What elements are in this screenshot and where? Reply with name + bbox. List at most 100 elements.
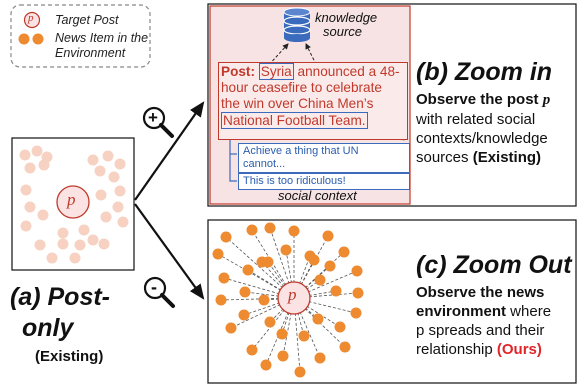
knowledge-link <box>305 43 341 114</box>
post-entity-team: National Football Team. <box>221 111 368 129</box>
panel-b-desc-var: p <box>542 92 551 108</box>
post-text: Post: Syria announced a 48- hour ceasefi… <box>221 63 407 129</box>
social-reply-1-line1: Achieve a thing that UN <box>243 145 359 157</box>
news-node <box>277 350 289 362</box>
panel-a-node-label: p <box>67 190 76 209</box>
panel-a-title-line1: (a) Post- <box>10 283 110 311</box>
news-link <box>244 291 295 299</box>
zoom-in-symbol: + <box>148 108 158 127</box>
panel-c-desc-line2-bold: environment <box>416 303 507 320</box>
news-node <box>57 227 69 239</box>
legend-target-label: Target Post <box>55 13 119 27</box>
social-reply-1-line2: cannot... <box>243 158 286 170</box>
legend-target-symbol: p <box>28 12 34 24</box>
news-node <box>330 285 342 297</box>
news-node <box>20 184 32 196</box>
zoom-in-arrow <box>134 101 205 201</box>
news-node <box>24 201 36 213</box>
panel-b-desc-line3: contexts/knowledge <box>416 130 548 147</box>
news-node <box>246 344 258 356</box>
news-node <box>314 274 326 286</box>
news-node <box>215 294 227 306</box>
social-reply-1: Achieve a thing that UN cannot... <box>238 143 410 173</box>
news-node <box>314 352 326 364</box>
panel-b-desc-line1: Observe the post <box>416 91 543 108</box>
news-node <box>34 239 46 251</box>
zoom-out-icon <box>143 276 175 308</box>
news-link <box>243 297 295 316</box>
news-node <box>69 252 81 264</box>
knowledge-database-icon <box>283 7 311 42</box>
news-node <box>19 149 31 161</box>
news-node <box>351 265 363 277</box>
post-box <box>218 62 408 140</box>
panel-c-title: (c) Zoom Out <box>416 251 572 279</box>
news-node <box>46 252 58 264</box>
news-node <box>298 330 310 342</box>
news-node <box>117 216 129 228</box>
news-node <box>312 313 324 325</box>
news-link <box>293 265 331 299</box>
panel-c-description: Observe the news environment where p spr… <box>416 283 576 359</box>
news-node <box>258 294 270 306</box>
panel-a-target-node <box>56 185 90 219</box>
panel-a-title-line2: only <box>22 314 74 342</box>
news-node <box>339 341 351 353</box>
post-entity-syria: Syria <box>258 63 294 80</box>
news-link <box>285 249 295 299</box>
panel-c-desc-line2: where <box>506 303 552 320</box>
panel-b-title: (b) Zoom in <box>416 58 553 86</box>
news-node <box>87 154 99 166</box>
panel-b-desc-line2: with related social <box>416 111 536 128</box>
news-node <box>352 287 364 299</box>
post-text-line1: announced a 48- <box>293 64 400 79</box>
news-node <box>112 201 124 213</box>
panel-c-desc-line3: p spreads and their <box>416 322 545 339</box>
zoom-out-symbol: - <box>151 277 157 297</box>
knowledge-source-label-line1: knowledge <box>315 10 378 25</box>
social-reply-2: This is too ridiculous! <box>238 173 410 190</box>
news-node <box>294 366 306 378</box>
news-node <box>114 185 126 197</box>
news-node <box>220 231 232 243</box>
news-node <box>350 307 362 319</box>
post-prefix: Post: <box>221 64 255 79</box>
news-node <box>95 189 107 201</box>
news-node <box>114 158 126 170</box>
post-text-line2: hour ceasefire to celebrate <box>221 80 382 96</box>
legend-target-icon <box>23 11 41 29</box>
news-node <box>87 234 99 246</box>
news-node <box>57 238 69 250</box>
news-node <box>334 321 346 333</box>
news-node <box>24 162 36 174</box>
legend-news-label-line1: News Item in the <box>55 31 149 45</box>
news-node <box>98 238 110 250</box>
news-node <box>212 248 224 260</box>
panel-c-ours-tag: (Ours) <box>496 341 542 358</box>
news-node <box>38 159 50 171</box>
panel-a-tag: (Existing) <box>35 348 104 365</box>
panel-b-description: Observe the post p with related social c… <box>416 90 576 167</box>
knowledge-source-label-line2: source <box>323 24 363 39</box>
news-node <box>288 225 300 237</box>
panel-c-box <box>207 219 577 384</box>
news-node <box>242 264 254 276</box>
panel-b-desc-line4: sources <box>416 149 473 166</box>
news-link <box>293 297 341 328</box>
panel-c-desc-line4: relationship <box>416 341 497 358</box>
news-node <box>31 145 43 157</box>
news-node <box>322 230 334 242</box>
news-node <box>338 246 350 258</box>
news-node <box>280 244 292 256</box>
legend-box <box>10 4 151 68</box>
news-link <box>247 269 295 299</box>
panel-c-desc-line1: Observe the news <box>416 284 545 301</box>
zoom-out-arrow <box>134 203 205 300</box>
news-node <box>94 165 106 177</box>
news-node <box>276 328 288 340</box>
legend-news-node-icon <box>32 33 44 45</box>
news-node <box>324 260 336 272</box>
news-node <box>264 316 276 328</box>
news-node <box>74 239 86 251</box>
news-node <box>239 286 251 298</box>
